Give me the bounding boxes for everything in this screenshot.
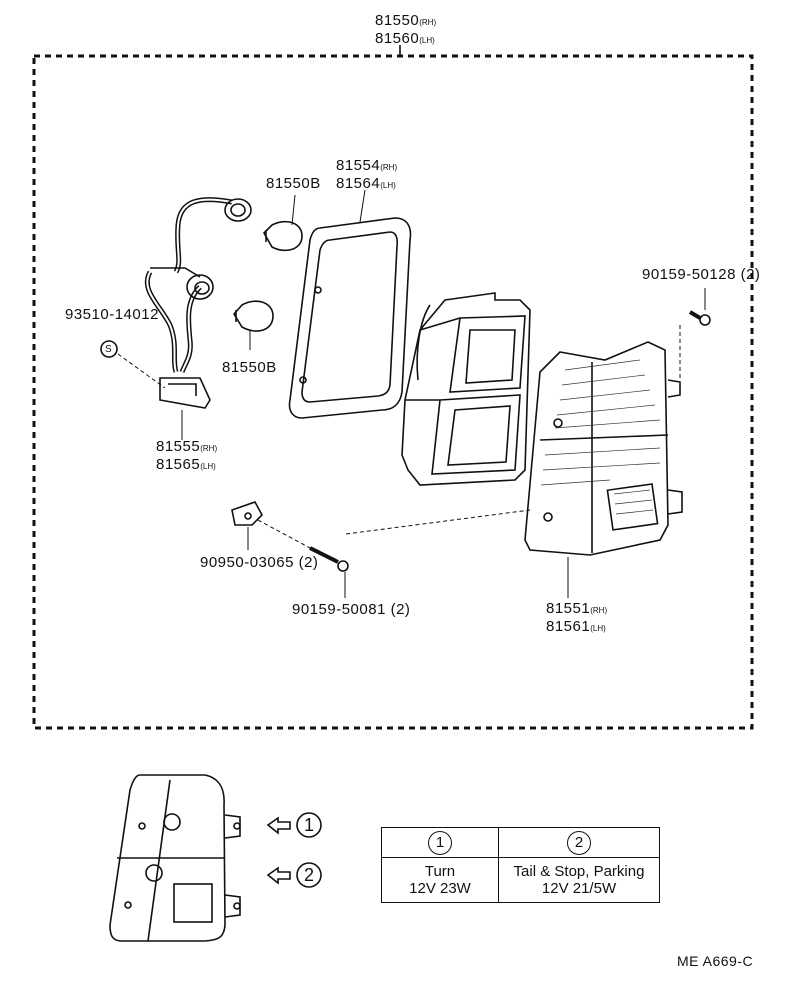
label-assembly: 81550(RH) 81560(LH) <box>375 12 437 47</box>
label-screw-right: 90159-50128 (2) <box>642 266 761 283</box>
table-header-2: 2 <box>498 827 660 858</box>
reference-code: ME A669-C <box>677 953 754 969</box>
marker-1: 1 <box>303 815 314 835</box>
label-bulb-upper: 81550B <box>266 175 321 192</box>
marker-2: 2 <box>303 865 314 885</box>
label-gasket: 81554(RH) 81564(LH) <box>336 157 398 192</box>
arrow-left-icon <box>266 866 291 885</box>
table-header-1: 1 <box>381 827 499 858</box>
clip-symbol-icon <box>100 340 118 358</box>
lamp-housing <box>401 292 531 486</box>
label-clip: 93510-14012 <box>65 306 159 323</box>
leader-lines <box>117 189 706 598</box>
label-lens: 81551(RH) 81561(LH) <box>546 600 608 635</box>
assembly-boundary <box>32 54 754 730</box>
bulb-upper <box>263 220 303 252</box>
clip-symbol-letter: S <box>105 344 112 355</box>
arrow-left-icon <box>266 816 291 835</box>
screw-bottom <box>309 546 349 572</box>
label-socket-wire: 81555(RH) 81565(LH) <box>156 438 218 473</box>
marker-circle-2 <box>296 862 322 888</box>
label-bulb-lower: 81550B <box>222 359 277 376</box>
marker-circle-1 <box>296 812 322 838</box>
lens-hatching <box>540 359 661 515</box>
nut-clip <box>231 501 263 526</box>
wire-harness <box>144 197 252 409</box>
label-screw-bottom: 90159-50081 (2) <box>292 601 411 618</box>
bulb-lower <box>233 300 274 332</box>
label-nut: 90950-03065 (2) <box>200 554 319 571</box>
outer-lens <box>524 341 683 556</box>
legend-lamp <box>109 774 241 942</box>
gasket <box>288 217 412 419</box>
screw-right <box>688 310 711 326</box>
table-header-row: 1 2 <box>381 827 660 858</box>
